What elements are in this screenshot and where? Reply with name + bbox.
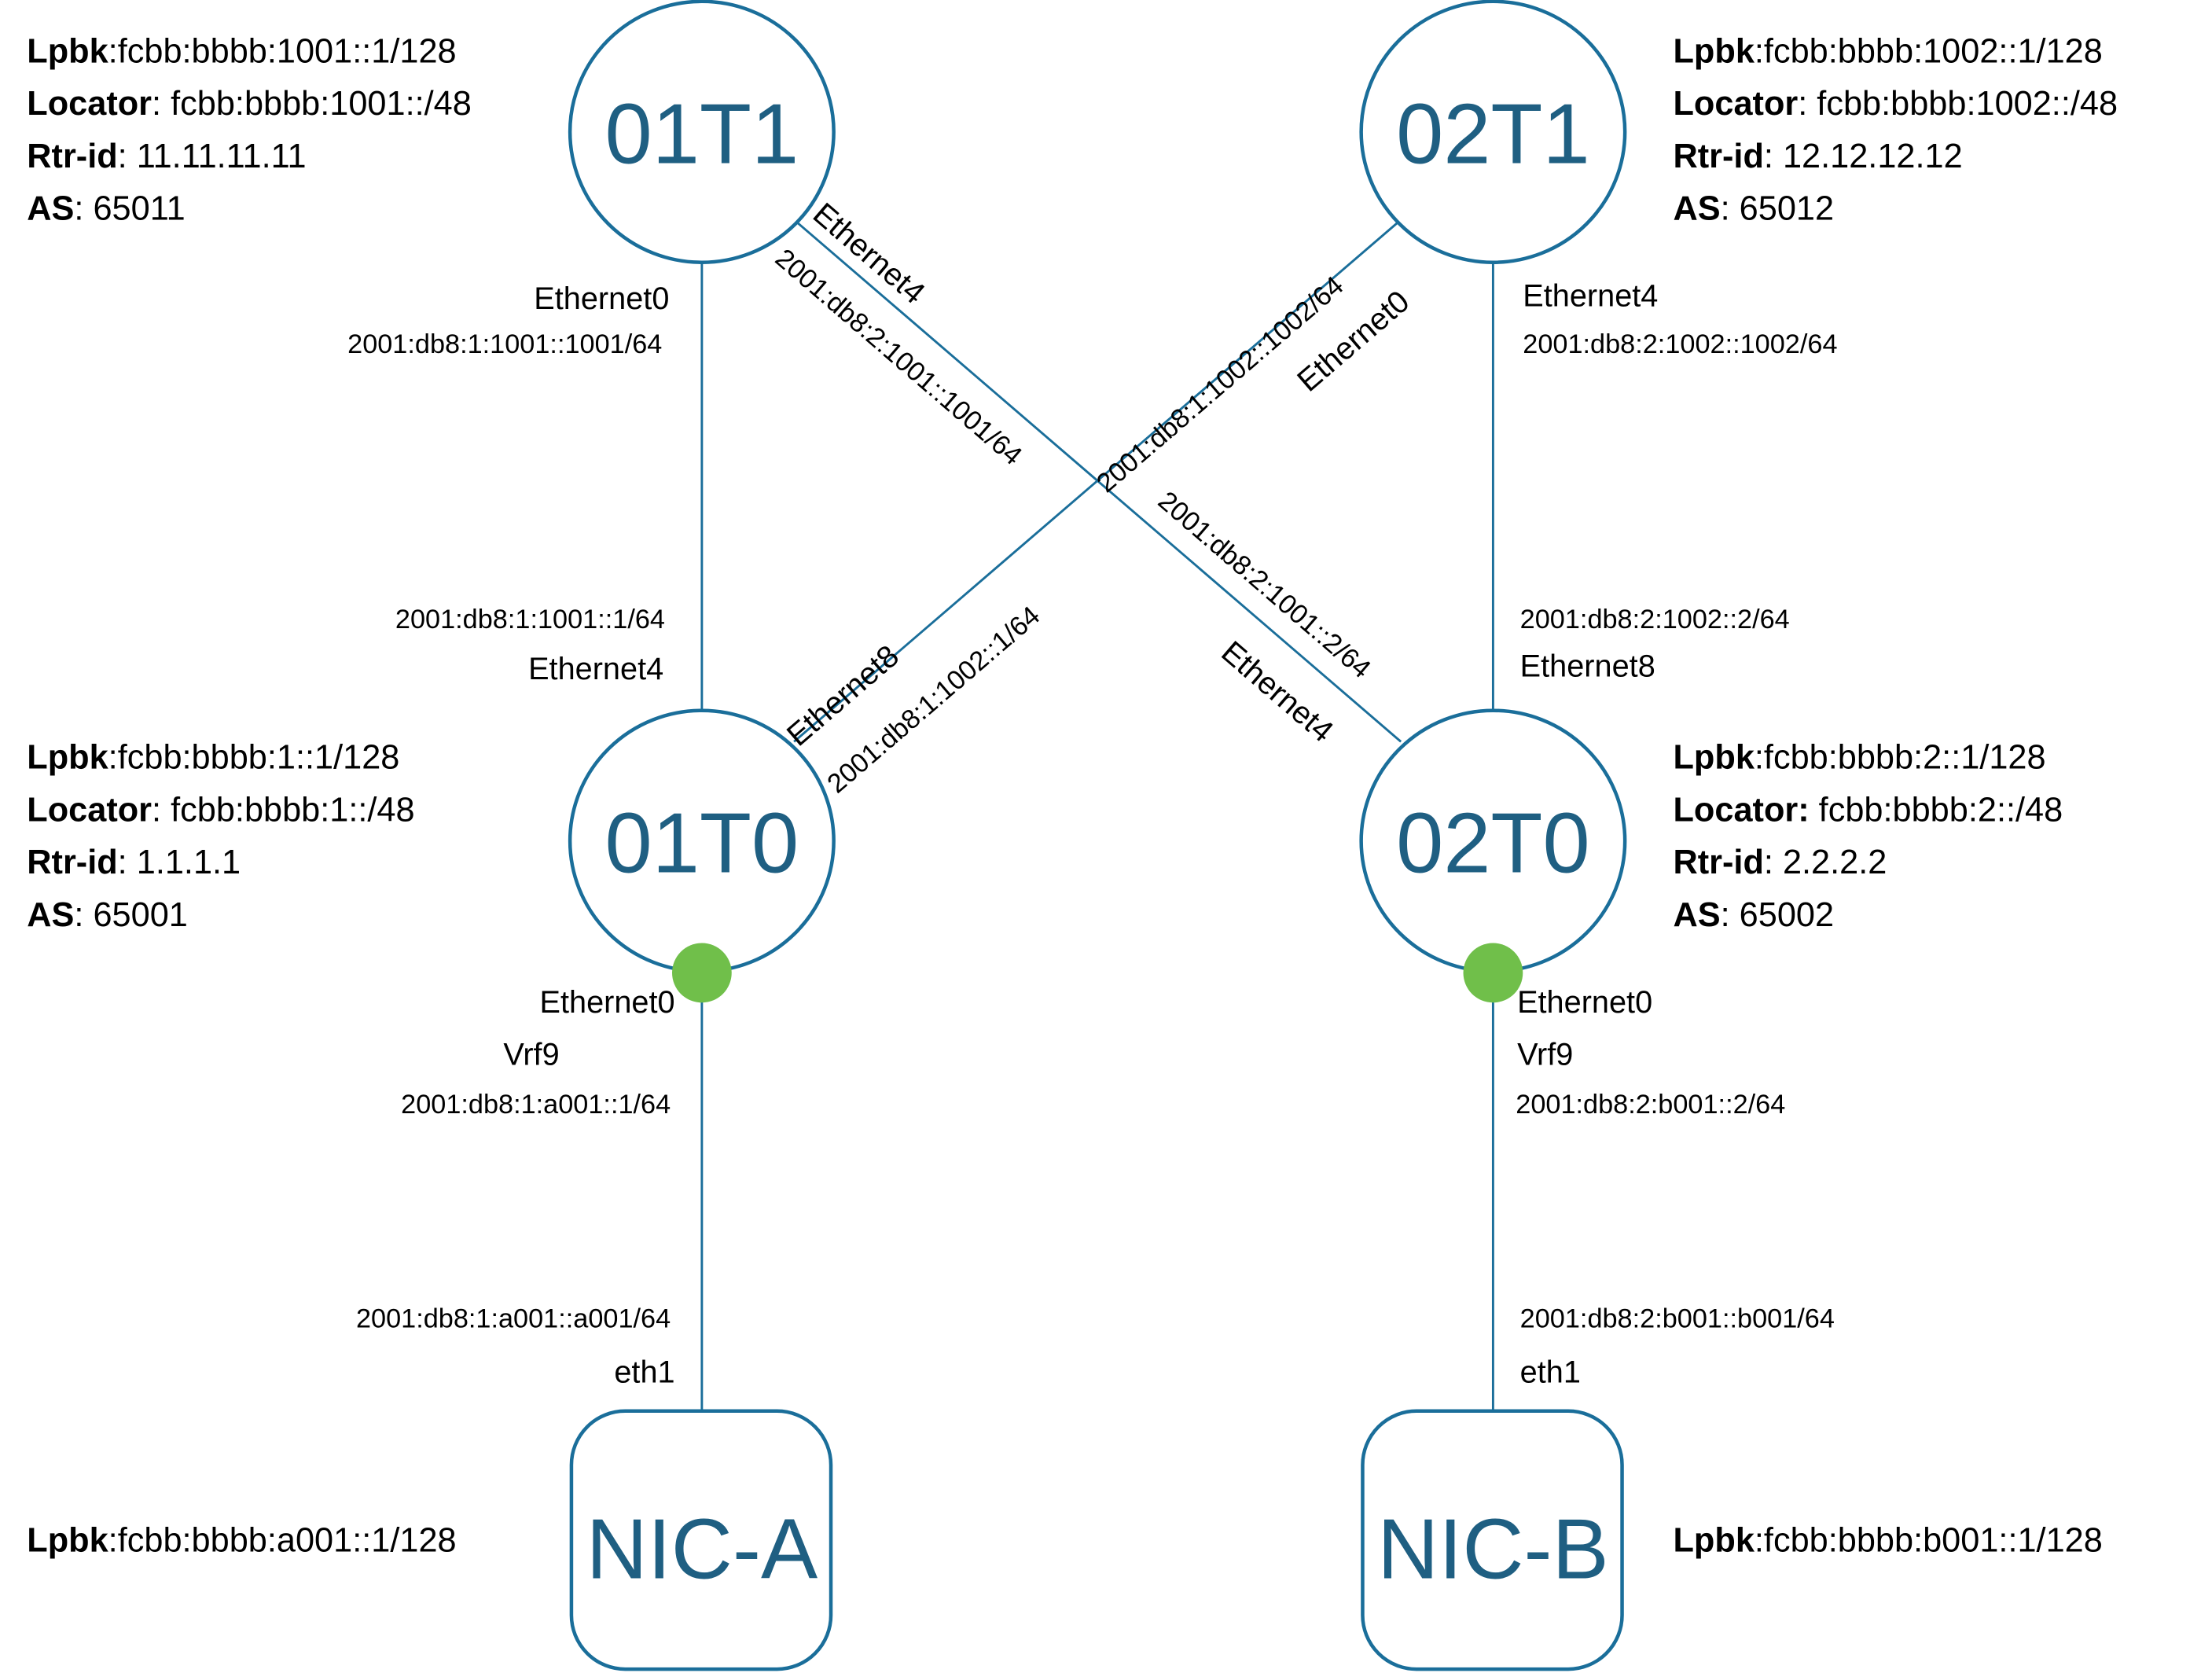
port-label: Ethernet0: [539, 984, 675, 1020]
locator-value: : fcbb:bbbb:1002::/48: [1798, 85, 2118, 123]
info-key: Locator: [27, 791, 152, 830]
loopback-value: :fcbb:bbbb:1::1/128: [108, 738, 400, 778]
info-key: Locator: [1673, 85, 1799, 123]
address-label: 2001:db8:2:b001::b001/64: [1519, 1304, 1835, 1335]
router-id-value: : 2.2.2.2: [1763, 844, 1887, 882]
info-key: Rtr-id: [1673, 137, 1764, 176]
info-NIC-B: Lpbk:fcbb:bbbb:b001::1/128: [1673, 1514, 2102, 1567]
info-key: Lpbk: [1673, 32, 1755, 72]
as-value: : 65011: [74, 189, 186, 229]
port-label: eth1: [614, 1354, 675, 1390]
vrf-label: Vrf9: [503, 1036, 560, 1072]
locator-value: fcbb:bbbb:2::/48: [1809, 791, 2063, 830]
info-key: Rtr-id: [1673, 844, 1764, 882]
address-label: 2001:db8:2:b001::2/64: [1516, 1090, 1786, 1121]
info-key: Locator: [27, 85, 152, 123]
vrf-port-dot-02T0: [1463, 943, 1523, 1003]
locator-value: : fcbb:bbbb:1::/48: [152, 791, 415, 830]
node-NIC-A[interactable]: NIC-A: [569, 1409, 833, 1671]
loopback-value: :fcbb:bbbb:b001::1/128: [1754, 1521, 2103, 1561]
node-01T0[interactable]: 01T0: [568, 708, 836, 973]
router-id-value: : 1.1.1.1: [117, 844, 241, 882]
node-label: 02T1: [1396, 86, 1590, 181]
as-value: : 65001: [74, 896, 188, 935]
address-label: 2001:db8:1:a001::1/64: [401, 1090, 671, 1121]
loopback-value: :fcbb:bbbb:1001::1/128: [108, 32, 457, 72]
info-key: Lpbk: [1673, 738, 1755, 778]
node-label: NIC-A: [586, 1502, 818, 1597]
address-label: 2001:db8:1:1001::1001/64: [347, 330, 663, 361]
port-label: Ethernet4: [528, 650, 664, 687]
router-id-value: : 12.12.12.12: [1763, 137, 1963, 176]
info-key: Lpbk: [27, 1521, 108, 1561]
as-value: : 65002: [1720, 896, 1835, 935]
info-key: Rtr-id: [27, 137, 118, 176]
node-01T1[interactable]: 01T1: [568, 0, 836, 264]
address-label: 2001:db8:1:a001::a001/64: [355, 1304, 671, 1335]
node-label: 01T1: [605, 86, 799, 181]
info-key: AS: [1673, 896, 1721, 935]
port-label: Ethernet8: [1519, 648, 1655, 684]
loopback-value: :fcbb:bbbb:1002::1/128: [1754, 32, 2103, 72]
port-label: Ethernet4: [1523, 278, 1659, 314]
node-label: NIC-B: [1377, 1502, 1609, 1597]
router-id-value: : 11.11.11.11: [117, 137, 307, 176]
port-label: Ethernet0: [534, 281, 670, 317]
info-01T0: Lpbk:fcbb:bbbb:1::1/128 Locator: fcbb:bb…: [27, 732, 414, 942]
port-label: eth1: [1519, 1354, 1581, 1390]
vrf-label: Vrf9: [1517, 1036, 1574, 1072]
node-label: 02T0: [1396, 795, 1590, 890]
info-key: Lpbk: [27, 738, 108, 778]
info-02T1: Lpbk:fcbb:bbbb:1002::1/128 Locator: fcbb…: [1673, 25, 2118, 235]
info-key: Lpbk: [27, 32, 108, 72]
loopback-value: :fcbb:bbbb:a001::1/128: [108, 1521, 457, 1561]
info-key: Rtr-id: [27, 844, 118, 882]
info-key: AS: [27, 189, 75, 229]
locator-value: : fcbb:bbbb:1001::/48: [152, 85, 472, 123]
info-02T0: Lpbk:fcbb:bbbb:2::1/128 Locator: fcbb:bb…: [1673, 732, 2063, 942]
info-key: AS: [1673, 189, 1721, 229]
node-NIC-B[interactable]: NIC-B: [1361, 1409, 1624, 1671]
info-key: Locator:: [1673, 791, 1810, 830]
info-key: Lpbk: [1673, 1521, 1755, 1561]
link-02T1-01T0: [793, 219, 1402, 743]
info-01T1: Lpbk:fcbb:bbbb:1001::1/128 Locator: fcbb…: [27, 25, 472, 235]
node-02T1[interactable]: 02T1: [1359, 0, 1627, 264]
address-label: 2001:db8:2:1002::1002/64: [1523, 330, 1838, 361]
info-NIC-A: Lpbk:fcbb:bbbb:a001::1/128: [27, 1514, 456, 1567]
node-02T0[interactable]: 02T0: [1359, 708, 1627, 973]
address-label: 2001:db8:1:1001::1/64: [395, 605, 665, 636]
node-label: 01T0: [605, 795, 799, 890]
loopback-value: :fcbb:bbbb:2::1/128: [1754, 738, 2046, 778]
as-value: : 65012: [1720, 189, 1835, 229]
info-key: AS: [27, 896, 75, 935]
vrf-port-dot-01T0: [672, 943, 732, 1003]
address-label: 2001:db8:2:1002::2/64: [1519, 605, 1790, 636]
port-label: Ethernet0: [1517, 984, 1653, 1020]
